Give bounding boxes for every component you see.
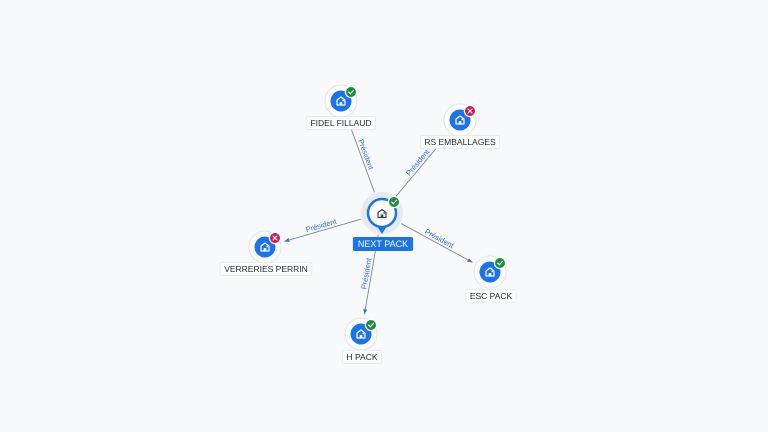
edge-relation-label: Président — [305, 216, 339, 234]
building-icon — [336, 96, 346, 106]
building-icon — [485, 267, 495, 277]
check-icon — [348, 89, 354, 95]
node-label-text: ESC PACK — [470, 291, 513, 301]
status-active-badge — [364, 318, 378, 332]
edge-relation-label: Président — [423, 227, 456, 251]
status-active-badge — [344, 85, 358, 99]
status-active-badge — [387, 195, 401, 209]
edge-fidel-fillaud[interactable]: Président — [347, 119, 376, 193]
building-icon — [455, 115, 465, 125]
node-h-pack[interactable]: H PACK — [342, 317, 382, 364]
node-label: H PACK — [342, 350, 382, 364]
close-icon — [467, 108, 473, 114]
arrow-icon — [467, 258, 473, 263]
node-label-text: VERRERIES PERRIN — [224, 264, 308, 274]
node-label: FIDEL FILLAUD — [306, 116, 376, 130]
node-label: RS EMBALLAGES — [419, 135, 501, 149]
center-node-label-text: NEXT PACK — [358, 239, 408, 249]
node-label-text: H PACK — [346, 352, 377, 362]
arrow-icon — [363, 309, 368, 315]
check-icon — [391, 199, 397, 205]
building-icon — [260, 242, 270, 252]
node-label: ESC PACK — [465, 289, 517, 303]
status-closed-badge — [463, 104, 477, 118]
node-fidel-fillaud[interactable]: FIDEL FILLAUD — [306, 84, 376, 130]
node-esc-pack[interactable]: ESC PACK — [465, 255, 517, 303]
building-icon — [356, 329, 366, 339]
node-rs-emballages[interactable]: RS EMBALLAGES — [419, 103, 501, 149]
building-icon — [377, 208, 387, 219]
center-node-label: NEXT PACK — [352, 237, 414, 251]
node-label-text: FIDEL FILLAUD — [310, 118, 371, 128]
center-node[interactable]: NEXT PACK — [352, 192, 414, 251]
edge-verreries-perrin[interactable]: Président — [284, 216, 361, 242]
node-label: VERRERIES PERRIN — [219, 262, 313, 276]
status-active-badge — [493, 256, 507, 270]
close-icon — [272, 235, 278, 241]
check-icon — [368, 322, 374, 328]
edge-relation-label: Président — [356, 138, 376, 172]
status-closed-badge — [268, 231, 282, 245]
node-label-text: RS EMBALLAGES — [424, 137, 496, 147]
edge-relation-label: Président — [404, 147, 432, 178]
check-icon — [497, 260, 503, 266]
nodes: FIDEL FILLAUD RS EMBALLAGES VERRERIES PERR… — [219, 84, 517, 364]
node-verreries-perrin[interactable]: VERRERIES PERRIN — [219, 230, 313, 276]
arrow-icon — [284, 238, 290, 242]
